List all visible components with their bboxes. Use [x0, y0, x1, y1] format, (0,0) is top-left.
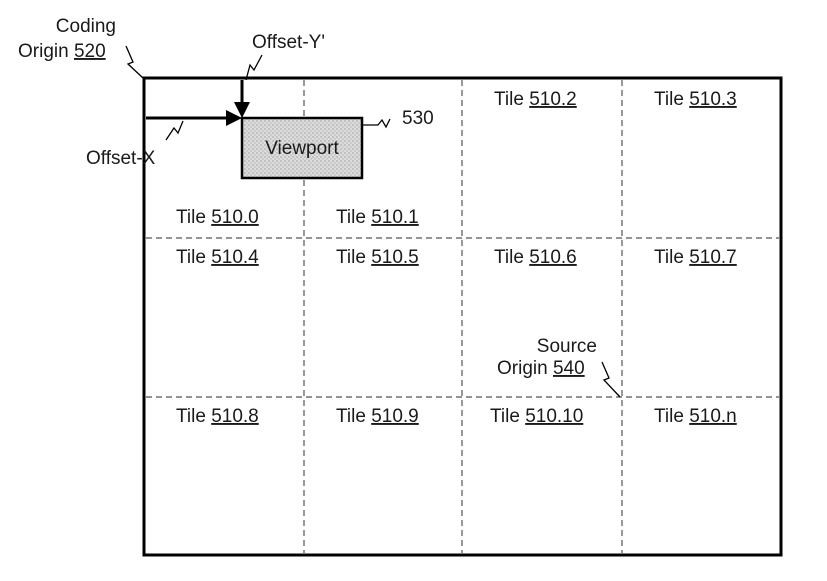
tile-ref: 510.1 — [371, 207, 419, 228]
tile-ref: 510.10 — [525, 406, 583, 427]
offset-x-leader — [166, 121, 183, 140]
tile-word: Tile — [494, 89, 524, 110]
tile-ref: 510.9 — [371, 406, 419, 427]
coding-origin-word: Origin — [18, 41, 69, 62]
offset-y-leader — [246, 55, 262, 80]
tile-label-510-7: Tile 510.7 — [654, 247, 737, 268]
tile-label-510-3: Tile 510.3 — [654, 89, 737, 110]
source-origin-ref: 540 — [553, 358, 585, 379]
tile-label-510-1: Tile 510.1 — [336, 207, 419, 228]
coding-origin-line1: Coding — [56, 16, 116, 37]
tile-word: Tile — [654, 406, 684, 427]
tile-label-510-0: Tile 510.0 — [176, 207, 259, 228]
tile-label-510-4: Tile 510.4 — [176, 247, 259, 268]
tile-ref: 510.0 — [211, 207, 259, 228]
offset-y-label: Offset-Y' — [252, 32, 325, 53]
tile-label-510-2: Tile 510.2 — [494, 89, 577, 110]
tile-ref: 510.2 — [529, 89, 577, 110]
tile-label-510-8: Tile 510.8 — [176, 406, 259, 427]
tile-label-510-n: Tile 510.n — [654, 406, 737, 427]
tile-label-510-9: Tile 510.9 — [336, 406, 419, 427]
tile-word: Tile — [654, 247, 684, 268]
tile-word: Tile — [490, 406, 520, 427]
tile-word: Tile — [654, 89, 684, 110]
source-origin-line1: Source — [537, 336, 597, 357]
tile-word: Tile — [176, 207, 206, 228]
tile-word: Tile — [176, 247, 206, 268]
source-origin-leader — [602, 362, 620, 397]
viewport-ref: 530 — [402, 108, 434, 129]
coding-origin-ref: 520 — [74, 41, 106, 62]
tile-ref: 510.4 — [211, 247, 259, 268]
viewport-label: Viewport — [265, 138, 339, 159]
tile-label-510-6: Tile 510.6 — [494, 247, 577, 268]
tile-word: Tile — [494, 247, 524, 268]
tile-label-510-10: Tile 510.10 — [490, 406, 583, 427]
coding-origin-leader — [126, 46, 143, 78]
tile-ref: 510.8 — [211, 406, 259, 427]
source-origin-line2: Origin 540 — [497, 358, 585, 379]
coding-origin-line2: Origin 520 — [18, 41, 106, 62]
tile-word: Tile — [336, 406, 366, 427]
tile-word: Tile — [336, 247, 366, 268]
viewport-ref-leader — [362, 119, 390, 127]
tile-word: Tile — [176, 406, 206, 427]
tile-ref: 510.3 — [689, 89, 737, 110]
tile-ref: 510.n — [689, 406, 737, 427]
tile-label-510-5: Tile 510.5 — [336, 247, 419, 268]
offset-x-label: Offset-X — [86, 148, 156, 169]
tile-ref: 510.5 — [371, 247, 419, 268]
tile-ref: 510.7 — [689, 247, 737, 268]
tile-ref: 510.6 — [529, 247, 577, 268]
source-origin-word: Origin — [497, 358, 548, 379]
tile-word: Tile — [336, 207, 366, 228]
